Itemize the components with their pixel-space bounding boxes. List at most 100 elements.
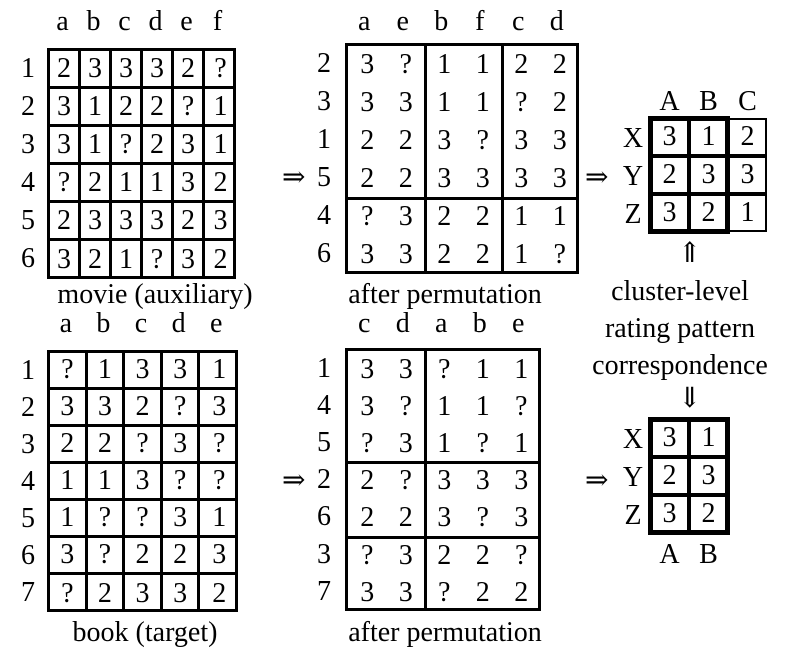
book-cell: 2 xyxy=(88,575,126,612)
book-cell: 3 xyxy=(125,353,163,390)
movie-codebook-col-header: B xyxy=(699,86,718,117)
movie-permuted-cell: 2 xyxy=(475,239,490,270)
book-permuted-col-header: d xyxy=(395,308,410,339)
movie-col-header: f xyxy=(212,6,223,37)
book-codebook-col-header: A xyxy=(659,539,680,570)
book-permuted-cell: ? xyxy=(438,353,451,385)
movie-permuted-cell: 1 xyxy=(437,49,452,80)
book-row-label: 3 xyxy=(21,428,35,460)
movie-permuted-row-label: 2 xyxy=(317,48,331,79)
movie-permuted-cell: 3 xyxy=(437,163,452,194)
book-cell: 3 xyxy=(162,501,201,538)
book-permuted-matrix xyxy=(345,348,541,612)
movie-permuted-block-divider xyxy=(423,43,427,274)
book-permuted-cell: 2 xyxy=(360,465,375,497)
book-permuted-cell: 1 xyxy=(437,427,452,459)
book-cell: 1 xyxy=(87,353,126,390)
movie-cell: 1 xyxy=(112,165,143,203)
movie-permuted-cell: 3 xyxy=(360,87,375,118)
movie-col-header: a xyxy=(56,6,69,37)
movie-permuted-cell: 3 xyxy=(360,49,375,80)
book-cell: 3 xyxy=(200,538,238,575)
book-caption: book (target) xyxy=(72,617,218,648)
movie-permuted-cell: ? xyxy=(361,201,374,232)
movie-cell: 1 xyxy=(205,89,236,127)
book-permuted-cell: ? xyxy=(361,539,374,571)
movie-cell: 2 xyxy=(174,203,205,241)
movie-cell: 3 xyxy=(112,51,143,89)
movie-permuted-cell: ? xyxy=(476,125,489,156)
book-codebook-row-label: Y xyxy=(622,462,644,493)
book-permuted-cell: 3 xyxy=(360,576,375,608)
book-permuted-cell: 3 xyxy=(514,502,529,534)
book-codebook-row-label: X xyxy=(622,424,644,455)
movie-cell: 3 xyxy=(174,241,205,279)
correspondence-text-line: cluster-level xyxy=(611,276,749,307)
movie-permuted-col-header: a xyxy=(358,6,371,37)
movie-permuted-cell: 2 xyxy=(360,125,375,156)
movie-row-label: 1 xyxy=(21,53,35,84)
correspondence-text-line: correspondence xyxy=(592,350,768,381)
movie-permuted-col-header: b xyxy=(434,6,449,37)
book-permuted-cell: 2 xyxy=(475,576,490,608)
movie-codebook-row-label: Y xyxy=(622,161,644,192)
movie-row-label: 5 xyxy=(21,205,35,236)
movie-permuted-cell: 2 xyxy=(552,87,567,118)
book-cell: 3 xyxy=(50,538,88,575)
book-permuted-cell: 3 xyxy=(398,427,413,459)
movie-permuted-row-label: 3 xyxy=(317,86,331,117)
book-permuted-block-divider xyxy=(423,348,427,612)
movie-cell: 2 xyxy=(213,244,228,275)
book-codebook-row-label: Z xyxy=(624,500,642,531)
book-cell: ? xyxy=(87,538,126,575)
movie-codebook-cell: 3 xyxy=(728,156,767,194)
movie-permuted-cell: 2 xyxy=(552,49,567,80)
movie-permuted-cell: ? xyxy=(399,49,412,80)
book-matrix xyxy=(47,350,238,612)
movie-permuted-block-divider xyxy=(500,43,504,274)
movie-cell: 1 xyxy=(143,165,174,203)
book-cell: ? xyxy=(162,390,201,427)
movie-codebook-cell: 1 xyxy=(728,194,767,232)
movie-permuted-matrix xyxy=(345,43,579,274)
book-permuted-cell: ? xyxy=(399,465,412,497)
up-arrow: ⇑ xyxy=(678,238,702,269)
movie-permuted-cell: 1 xyxy=(552,201,567,232)
right-arrow: ⇒ xyxy=(585,465,609,496)
movie-cell: ? xyxy=(143,241,174,279)
book-cell: 1 xyxy=(50,464,88,501)
movie-permuted-caption: after permutation xyxy=(348,279,542,310)
book-cell: ? xyxy=(125,501,163,538)
right-arrow: ⇒ xyxy=(282,162,306,193)
movie-cell: 3 xyxy=(143,51,174,89)
book-row-label: 5 xyxy=(21,502,35,534)
book-cell: 3 xyxy=(125,575,163,612)
movie-codebook-cell: 2 xyxy=(728,118,767,156)
movie-cell: 3 xyxy=(50,241,81,279)
book-row-label: 7 xyxy=(21,576,35,608)
book-permuted-col-header: e xyxy=(512,308,525,339)
book-cell: 1 xyxy=(200,501,238,538)
movie-permuted-col-header: d xyxy=(549,6,564,37)
movie-permuted-cell: 3 xyxy=(552,163,567,194)
movie-permuted-cell: 2 xyxy=(514,49,529,80)
movie-permuted-cell: 3 xyxy=(398,87,413,118)
movie-permuted-cell: 3 xyxy=(475,163,490,194)
movie-cell: 1 xyxy=(81,127,112,165)
movie-permuted-row-label: 1 xyxy=(317,124,331,155)
book-permuted-cell: 3 xyxy=(398,539,413,571)
movie-cell: ? xyxy=(174,89,205,127)
movie-row-label: 6 xyxy=(21,243,35,274)
movie-cell: ? xyxy=(112,127,143,165)
movie-cell: 3 xyxy=(112,203,143,241)
book-cell: 3 xyxy=(162,427,201,464)
book-col-header: a xyxy=(59,308,73,339)
book-cell: 3 xyxy=(200,390,238,427)
movie-cell: 2 xyxy=(112,89,143,127)
movie-cell: 2 xyxy=(50,203,81,241)
book-permuted-cell: ? xyxy=(515,539,528,571)
movie-permuted-cell: 3 xyxy=(514,163,529,194)
book-cell: 3 xyxy=(163,575,201,612)
book-cell: ? xyxy=(50,575,88,612)
